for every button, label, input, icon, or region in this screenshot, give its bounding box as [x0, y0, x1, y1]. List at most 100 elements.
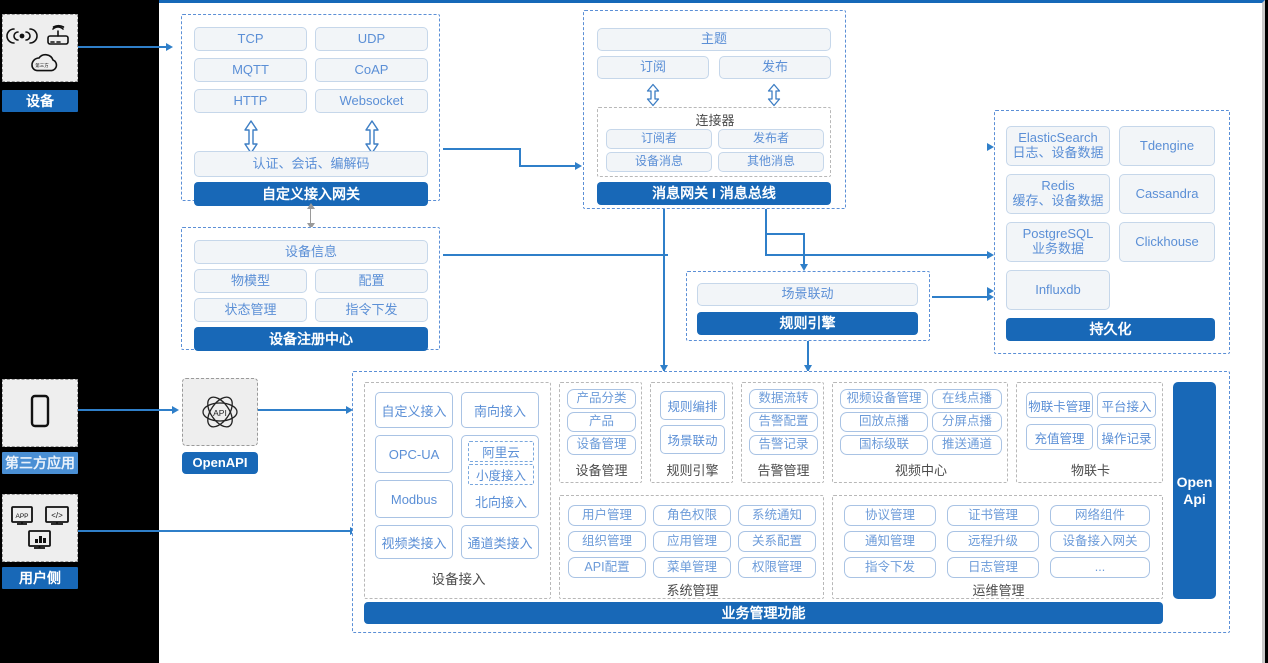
- item-menu-management[interactable]: 菜单管理: [653, 557, 731, 578]
- item-gb-cascade[interactable]: 国标级联: [840, 435, 928, 455]
- store-name: ElasticSearch: [1018, 130, 1098, 146]
- registry-state-management[interactable]: 状态管理: [194, 298, 307, 322]
- item-alarm-config[interactable]: 告警配置: [749, 412, 818, 432]
- access-modbus[interactable]: Modbus: [375, 480, 453, 518]
- rule-engine-group: 场景联动 规则引擎: [686, 271, 930, 341]
- item-protocol-management[interactable]: 协议管理: [844, 505, 936, 526]
- item-rule-orchestration[interactable]: 规则编排: [660, 391, 725, 420]
- store-clickhouse[interactable]: Clickhouse: [1119, 222, 1215, 262]
- message-bus-bar[interactable]: 消息网关 I 消息总线: [597, 182, 831, 205]
- panel-rule-engine: 规则编排 场景联动 规则引擎: [650, 382, 733, 483]
- message-bus-group: 主题 订阅 发布 连接器 订阅者 发布者 设备消息 其他消息 消息网关 I 消息…: [583, 10, 846, 209]
- panel-caption-ops-management: 运维管理: [972, 582, 1025, 598]
- connector-title: 连接器: [695, 113, 735, 128]
- store-elasticsearch[interactable]: ElasticSearch 日志、设备数据: [1006, 126, 1110, 166]
- registry-config[interactable]: 配置: [315, 269, 428, 293]
- rule-scene-linkage[interactable]: 场景联动: [697, 283, 918, 306]
- access-channel[interactable]: 通道类接入: [461, 525, 539, 559]
- item-api-config[interactable]: API配置: [568, 557, 646, 578]
- line-userside-to-business: [78, 530, 355, 532]
- item-alarm-record[interactable]: 告警记录: [749, 435, 818, 455]
- item-system-notice[interactable]: 系统通知: [738, 505, 816, 526]
- bus-publish[interactable]: 发布: [719, 56, 831, 79]
- item-network-component[interactable]: 网络组件: [1050, 505, 1150, 526]
- access-northbound-label: 北向接入: [474, 494, 527, 510]
- business-group: 自定义接入 南向接入 OPC-UA Modbus 阿里云 小度接入 北向接入 视…: [352, 371, 1230, 633]
- access-custom[interactable]: 自定义接入: [375, 392, 453, 428]
- item-relation-config[interactable]: 关系配置: [738, 531, 816, 552]
- access-northbound[interactable]: 阿里云 小度接入 北向接入: [461, 435, 539, 518]
- item-playback-vod[interactable]: 回放点播: [840, 412, 928, 432]
- item-recharge-management[interactable]: 充值管理: [1026, 424, 1093, 450]
- registry-command-dispatch[interactable]: 指令下发: [315, 298, 428, 322]
- panel-iot-card: 物联卡管理 平台接入 充值管理 操作记录 物联卡: [1016, 382, 1163, 483]
- store-postgresql[interactable]: PostgreSQL 业务数据: [1006, 222, 1110, 262]
- item-product[interactable]: 产品: [567, 412, 636, 432]
- item-online-vod[interactable]: 在线点播: [932, 389, 1002, 409]
- business-bar[interactable]: 业务管理功能: [364, 602, 1163, 624]
- item-device-management[interactable]: 设备管理: [567, 435, 636, 455]
- item-notice-management[interactable]: 通知管理: [844, 531, 936, 552]
- item-permission-management[interactable]: 权限管理: [738, 557, 816, 578]
- access-northbound-xiaodu[interactable]: 小度接入: [468, 464, 534, 485]
- bus-topic[interactable]: 主题: [597, 28, 831, 51]
- store-tdengine[interactable]: Tdengine: [1119, 126, 1215, 166]
- item-platform-access[interactable]: 平台接入: [1097, 392, 1156, 418]
- connector-device-message[interactable]: 设备消息: [606, 152, 712, 172]
- connector-publisher[interactable]: 发布者: [718, 129, 824, 149]
- openapi-badge[interactable]: OpenAPI: [182, 452, 258, 474]
- item-certificate-management[interactable]: 证书管理: [947, 505, 1039, 526]
- item-product-category[interactable]: 产品分类: [567, 389, 636, 409]
- item-split-screen-vod[interactable]: 分屏点播: [932, 412, 1002, 432]
- rail-label-user-side: 用户侧: [2, 567, 78, 589]
- persistence-bar[interactable]: 持久化: [1006, 318, 1215, 341]
- protocol-mqtt[interactable]: MQTT: [194, 58, 307, 82]
- registry-thing-model[interactable]: 物模型: [194, 269, 307, 293]
- item-command-dispatch[interactable]: 指令下发: [844, 557, 936, 578]
- api-atom-icon: API: [202, 396, 238, 428]
- item-log-management[interactable]: 日志管理: [947, 557, 1039, 578]
- item-data-flow[interactable]: 数据流转: [749, 389, 818, 409]
- protocol-http[interactable]: HTTP: [194, 89, 307, 113]
- item-operation-record[interactable]: 操作记录: [1097, 424, 1156, 450]
- protocol-coap[interactable]: CoAP: [315, 58, 428, 82]
- item-more[interactable]: ...: [1050, 557, 1150, 578]
- double-arrow-icon-subscribe: [646, 83, 660, 107]
- access-video[interactable]: 视频类接入: [375, 525, 453, 559]
- registry-device-info[interactable]: 设备信息: [194, 240, 428, 264]
- protocol-tcp[interactable]: TCP: [194, 27, 307, 51]
- arrow-rule-to-business: [803, 365, 812, 372]
- item-app-management[interactable]: 应用管理: [653, 531, 731, 552]
- protocol-websocket[interactable]: Websocket: [315, 89, 428, 113]
- gateway-bar[interactable]: 自定义接入网关: [194, 182, 428, 206]
- item-remote-upgrade[interactable]: 远程升级: [947, 531, 1039, 552]
- connector-other-message[interactable]: 其他消息: [718, 152, 824, 172]
- protocol-udp[interactable]: UDP: [315, 27, 428, 51]
- rule-engine-bar[interactable]: 规则引擎: [697, 312, 918, 335]
- device-icons-box: 第三方: [2, 14, 78, 82]
- item-push-channel[interactable]: 推送通道: [932, 435, 1002, 455]
- arrow-registry-to-gateway: [306, 203, 315, 209]
- store-cassandra[interactable]: Cassandra: [1119, 174, 1215, 214]
- line-gateway-bus-b: [519, 148, 521, 167]
- panel-alarm-management: 数据流转 告警配置 告警记录 告警管理: [741, 382, 824, 483]
- connector-subscriber[interactable]: 订阅者: [606, 129, 712, 149]
- item-iot-card-management[interactable]: 物联卡管理: [1026, 392, 1093, 418]
- registry-bar[interactable]: 设备注册中心: [194, 327, 428, 351]
- item-role-permission[interactable]: 角色权限: [653, 505, 731, 526]
- access-southbound[interactable]: 南向接入: [461, 392, 539, 428]
- item-user-management[interactable]: 用户管理: [568, 505, 646, 526]
- rail-label-third-party: 第三方应用: [2, 452, 78, 474]
- access-opcua[interactable]: OPC-UA: [375, 435, 453, 473]
- item-org-management[interactable]: 组织管理: [568, 531, 646, 552]
- store-name: PostgreSQL: [1022, 226, 1094, 242]
- gateway-middle-layer[interactable]: 认证、会话、编解码: [194, 151, 428, 177]
- item-video-device-management[interactable]: 视频设备管理: [840, 389, 928, 409]
- item-scene-linkage[interactable]: 场景联动: [660, 425, 725, 454]
- store-redis[interactable]: Redis 缓存、设备数据: [1006, 174, 1110, 214]
- item-device-access-gateway[interactable]: 设备接入网关: [1050, 531, 1150, 552]
- bus-subscribe[interactable]: 订阅: [597, 56, 709, 79]
- store-influxdb[interactable]: Influxdb: [1006, 270, 1110, 310]
- access-northbound-aliyun[interactable]: 阿里云: [468, 441, 534, 462]
